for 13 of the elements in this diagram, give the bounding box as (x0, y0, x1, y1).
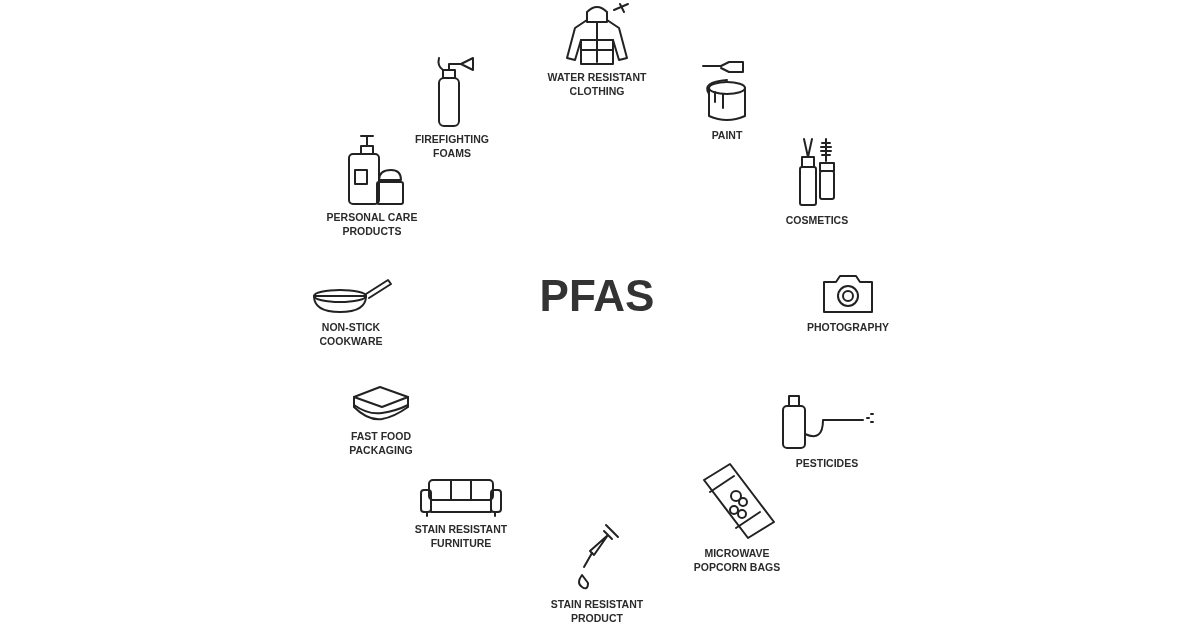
center-title: PFAS (538, 274, 656, 318)
item-label: STAIN RESISTANT PRODUCT (549, 597, 645, 625)
item-label: PHOTOGRAPHY (805, 320, 891, 334)
item-label: COSMETICS (784, 213, 850, 227)
item-label: PAINT (710, 128, 744, 142)
item-label: NON-STICK COOKWARE (318, 320, 384, 348)
item-label: FAST FOOD PACKAGING (348, 429, 414, 457)
item-label: FIREFIGHTING FOAMS (413, 132, 491, 160)
item-label: PESTICIDES (794, 456, 860, 470)
item-label: PERSONAL CARE PRODUCTS (325, 210, 419, 238)
item-label: MICROWAVE POPCORN BAGS (692, 546, 782, 574)
item-label: WATER RESISTANT CLOTHING (546, 70, 648, 98)
item-label: STAIN RESISTANT FURNITURE (413, 522, 509, 550)
